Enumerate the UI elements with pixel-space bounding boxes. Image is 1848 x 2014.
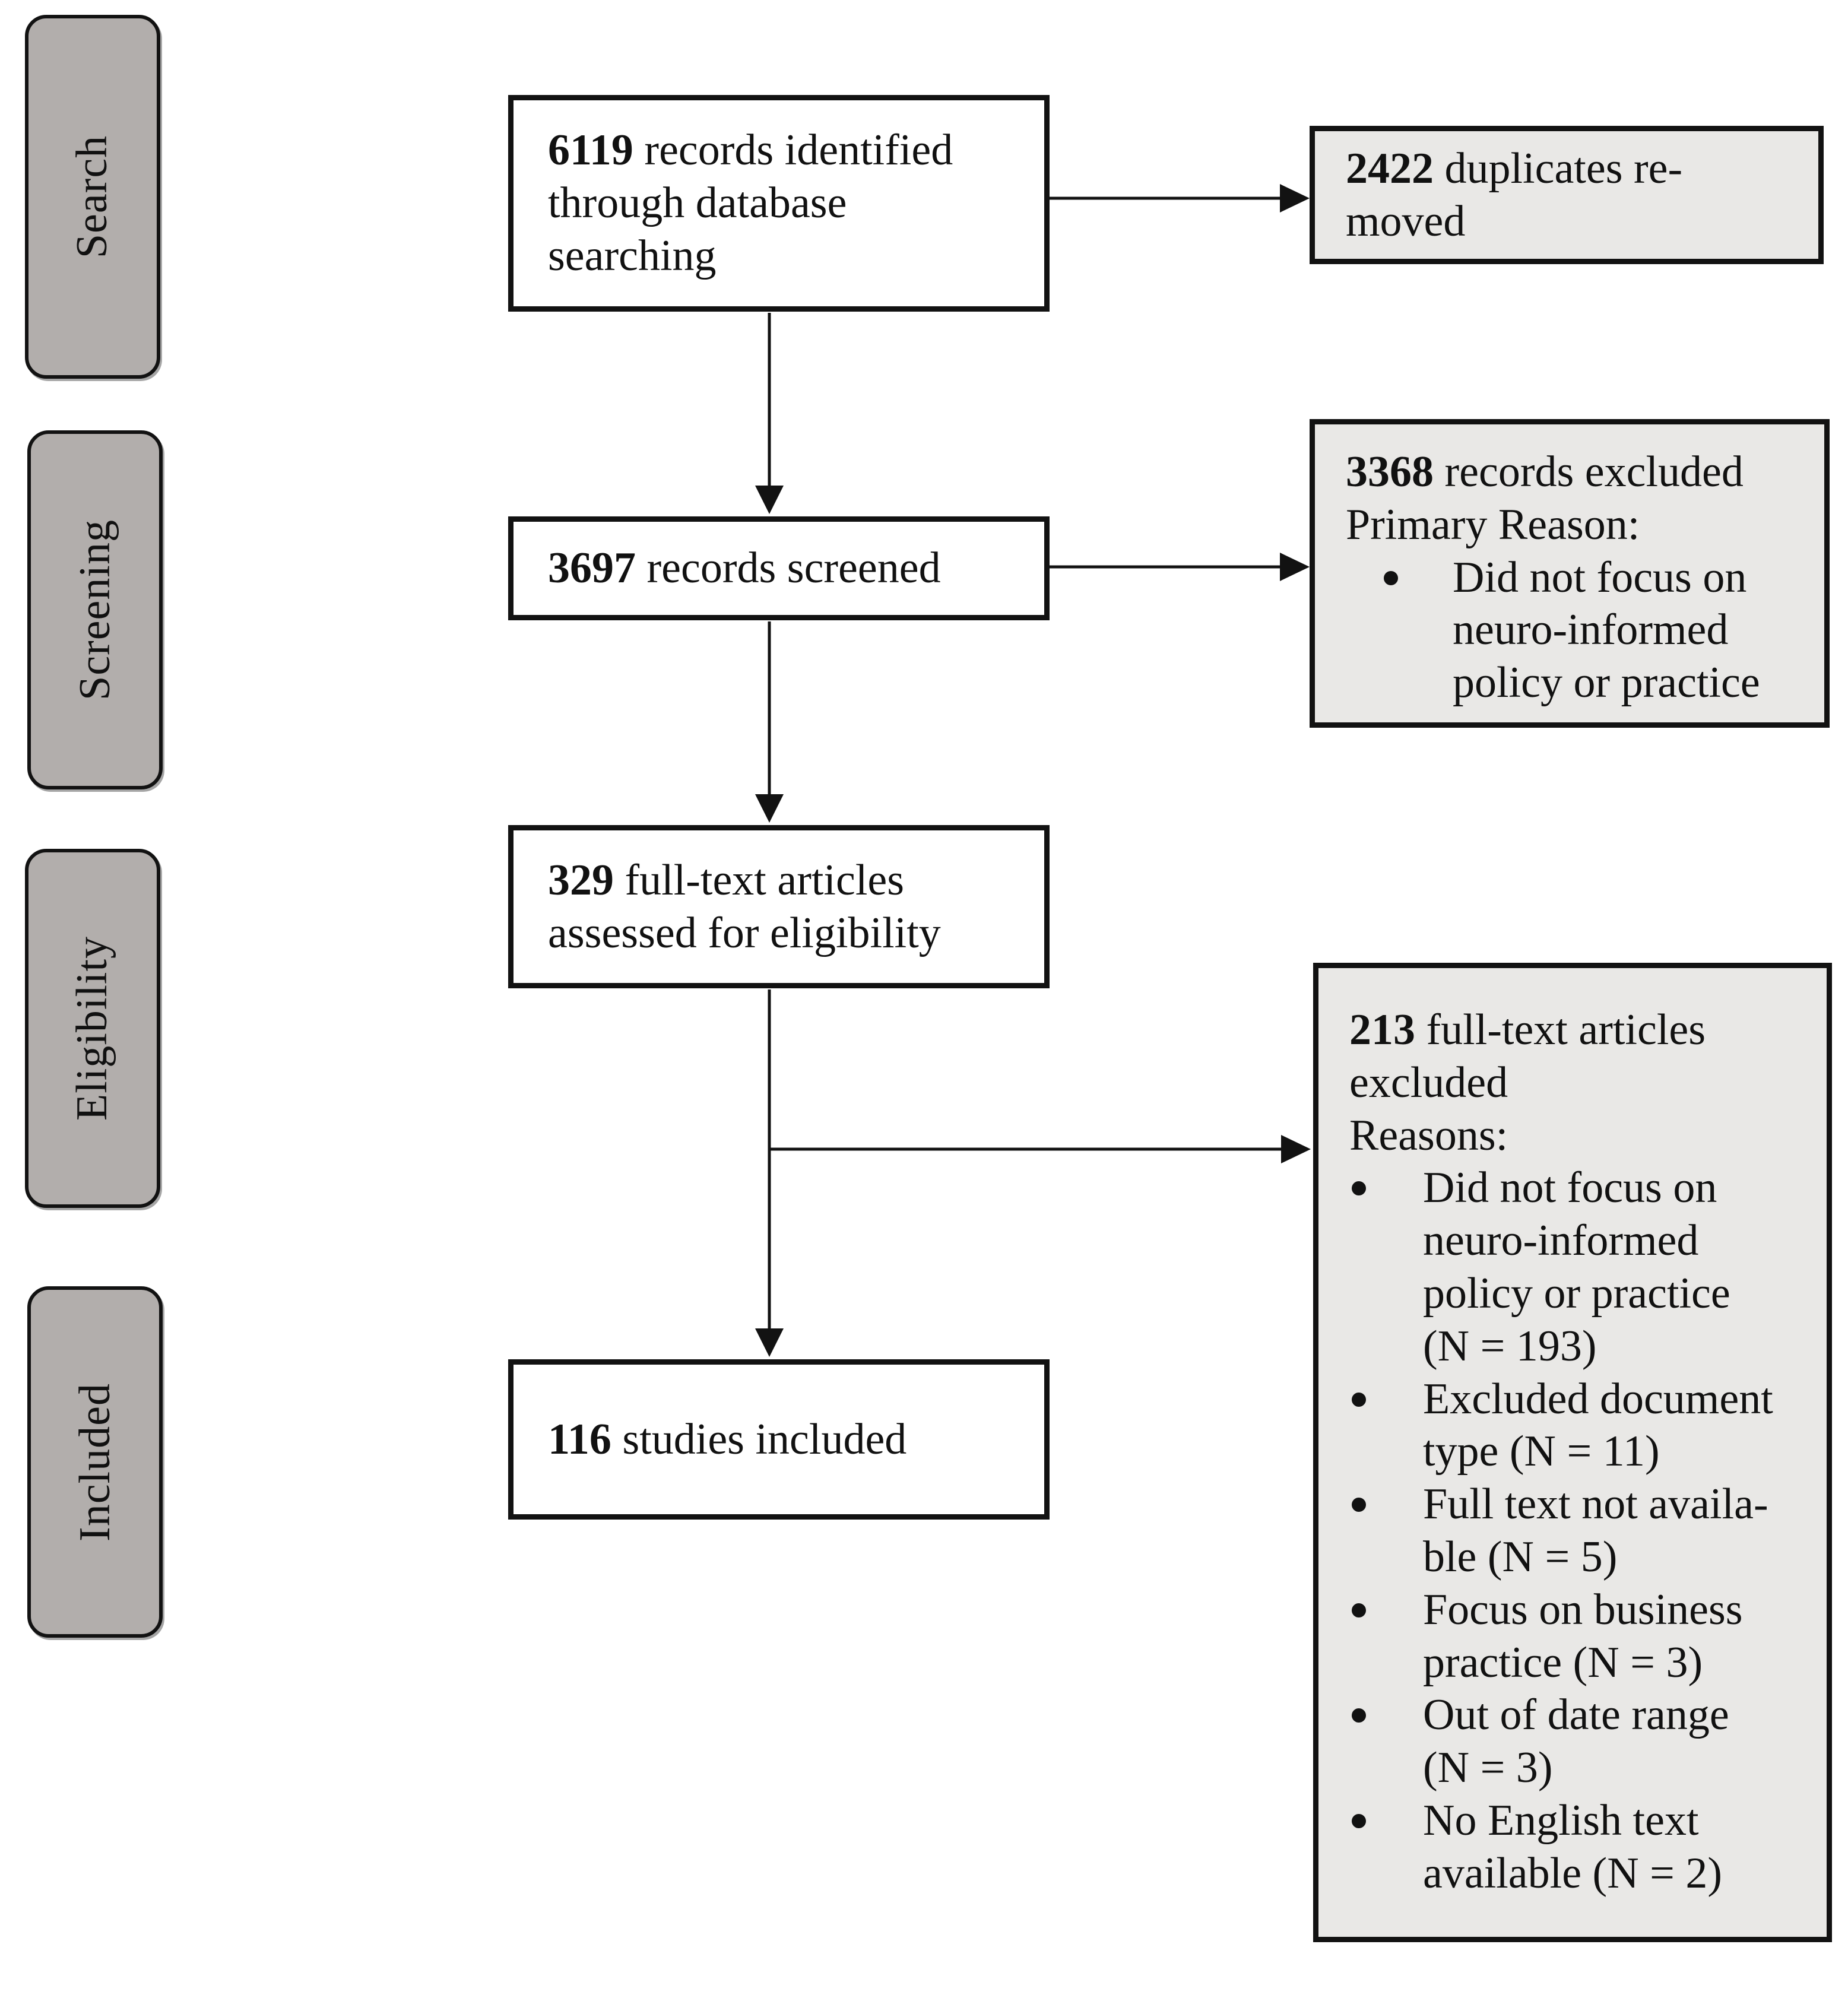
record-count: 329 [548, 855, 614, 905]
record-count: 3697 [548, 544, 636, 593]
arrow-fulltext-to-articles-excluded [769, 1135, 1311, 1163]
bullet-item: Full text not availa-ble (N = 5) [1349, 1478, 1812, 1584]
record-count: 116 [548, 1414, 611, 1464]
stage-label-text: Search [68, 135, 117, 259]
box-studies-included: 116 studies included [508, 1359, 1050, 1520]
arrow-fulltext-to-included [755, 989, 784, 1357]
box-text: 116 studies included [548, 1413, 1032, 1466]
record-count: 3368 [1346, 448, 1434, 496]
box-text: 2422 duplicates re-moved [1346, 142, 1804, 248]
record-count: 6119 [548, 126, 633, 175]
box-label-lines: studies included [622, 1414, 907, 1464]
box-duplicates-removed: 2422 duplicates re-moved [1310, 126, 1824, 264]
arrow-screened-to-records-excluded [1050, 553, 1310, 581]
stage-label-text: Screening [70, 519, 119, 700]
box-records-screened: 3697 records screened [508, 516, 1050, 620]
stage-label-screening: Screening [27, 430, 163, 789]
stage-label-text: Eligibility [68, 935, 117, 1121]
stage-label-included: Included [27, 1286, 163, 1638]
record-count: 213 [1349, 1006, 1415, 1054]
arrow-screened-to-fulltext [755, 621, 784, 823]
box-text: 3697 records screened [548, 542, 1032, 595]
box-label-lines: records screened [646, 544, 941, 593]
stage-label-eligibility: Eligibility [25, 849, 160, 1208]
record-count: 2422 [1346, 144, 1434, 193]
stage-label-search: Search [25, 15, 160, 379]
arrow-identified-to-duplicates [1050, 184, 1310, 212]
stage-label-text: Included [70, 1382, 119, 1542]
bullet-item: Out of date range(N = 3) [1349, 1689, 1812, 1794]
arrow-identified-to-screened [755, 313, 784, 514]
box-label-lines: duplicates re-moved [1346, 144, 1683, 246]
